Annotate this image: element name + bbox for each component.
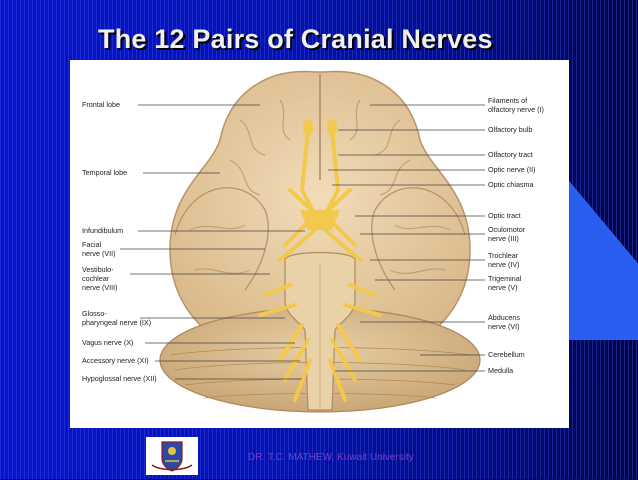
label-filaments-line1: Filaments of (488, 96, 528, 105)
university-logo (146, 437, 198, 475)
label-oculomotor-line2: nerve (III) (488, 234, 519, 243)
label-trigeminal-line2: nerve (V) (488, 283, 518, 292)
label-frontal-lobe: Frontal lobe (82, 100, 120, 109)
label-filaments-line2: olfactory nerve (I) (488, 105, 544, 114)
label-oculomotor-line1: Oculomotor (488, 225, 526, 234)
label-olfactory-tract: Olfactory tract (488, 150, 533, 159)
label-trochlear-line1: Trochlear (488, 251, 519, 260)
label-hypoglossal: Hypoglossal nerve (XII) (82, 374, 157, 383)
label-vestibulocochlear-line2: cochlear (82, 274, 110, 283)
crest-icon (151, 441, 193, 472)
leader-lines (120, 104, 485, 380)
label-vestibulocochlear-line1: Vestibulo- (82, 265, 114, 274)
label-olfactory-bulb: Olfactory bulb (488, 125, 533, 134)
label-optic-chiasma: Optic chiasma (488, 180, 534, 189)
label-optic-tract: Optic tract (488, 211, 521, 220)
label-accessory: Accessory nerve (XI) (82, 356, 149, 365)
label-facial-line1: Facial (82, 240, 102, 249)
label-trigeminal-line1: Trigeminal (488, 274, 522, 283)
label-cerebellum: Cerebellum (488, 350, 525, 359)
label-abducens-line2: nerve (VI) (488, 322, 520, 331)
label-facial-line2: nerve (VII) (82, 249, 116, 258)
label-vagus: Vagus nerve (X) (82, 338, 134, 347)
cranial-nerves (258, 128, 382, 402)
label-glossopharyngeal-line2: pharyngeal nerve (IX) (82, 318, 152, 327)
label-vestibulocochlear-line3: nerve (VIII) (82, 283, 118, 292)
label-temporal-lobe: Temporal lobe (82, 168, 128, 177)
label-trochlear-line2: nerve (IV) (488, 260, 520, 269)
label-medulla: Medulla (488, 366, 514, 375)
slide-title: The 12 Pairs of Cranial Nerves (98, 24, 493, 54)
footer-credit: DR. T.C. MATHEW, Kuwait University (248, 452, 414, 463)
label-optic-nerve: Optic nerve (II) (488, 165, 536, 174)
label-glossopharyngeal-line1: Glosso- (82, 309, 107, 318)
brain-diagram: Frontal lobe Temporal lobe Infundibulum … (70, 60, 569, 428)
brain-illustration (120, 70, 485, 413)
label-abducens-line1: Abducens (488, 313, 520, 322)
gyri-lines (189, 99, 451, 275)
label-infundibulum: Infundibulum (82, 226, 124, 235)
